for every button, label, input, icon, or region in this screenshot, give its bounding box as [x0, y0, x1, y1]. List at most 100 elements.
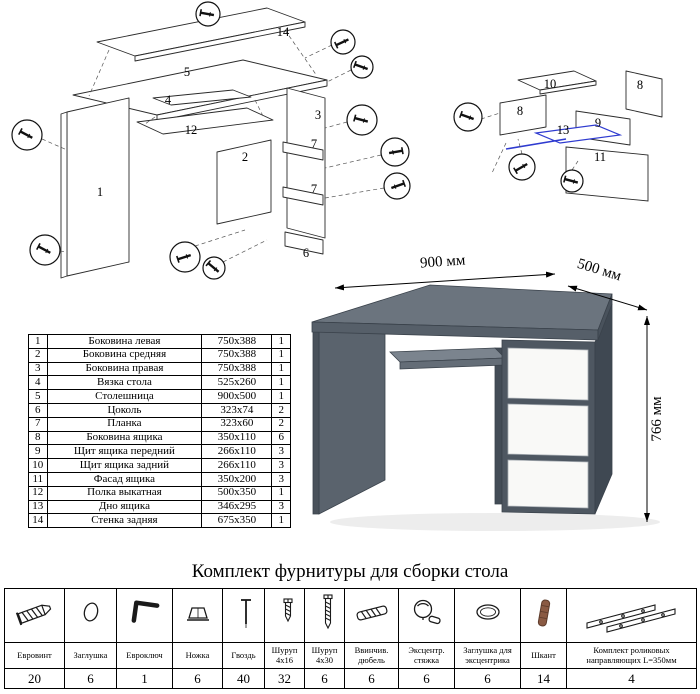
part-qty: 3: [271, 471, 291, 487]
drawer-bottom-guide-line: [505, 138, 567, 150]
desk-middle-panel: [494, 347, 503, 505]
drawer-front-middle: [507, 403, 589, 457]
hardware-qty: 32: [264, 668, 305, 689]
part-qty: 6: [271, 430, 291, 446]
part-size: 266x110: [201, 444, 273, 460]
part-qty: 1: [271, 485, 291, 501]
panel-left-side-edge: [60, 111, 68, 279]
exploded-drawer-diagram: 10 8 8 9 13 11: [453, 70, 663, 202]
part-name: Щит ящика задний: [46, 458, 203, 473]
panel-plinth: [284, 231, 324, 255]
part-number: 12: [28, 485, 48, 501]
part-label-3: 3: [315, 108, 321, 122]
hardware-name: Ввинчив. дюбель: [344, 642, 399, 669]
part-qty: 1: [271, 334, 291, 349]
panel-middle-side: [216, 139, 272, 225]
part-qty: 2: [271, 402, 291, 418]
part-label-8b: 8: [637, 78, 643, 92]
part-label-7b: 7: [311, 182, 317, 196]
part-number: 6: [28, 402, 48, 418]
hardware-name: Заглушка для эксцентрика: [454, 642, 521, 669]
part-number: 5: [28, 389, 48, 404]
part-label-7a: 7: [311, 137, 317, 151]
width-dimension-arrow: [334, 271, 556, 291]
part-label-1: 1: [97, 185, 103, 199]
part-name: Боковина левая: [46, 334, 203, 349]
part-number: 10: [28, 458, 48, 473]
part-name: Боковина средняя: [46, 347, 203, 363]
part-name: Цоколь: [46, 402, 203, 418]
part-label-5: 5: [184, 65, 190, 79]
part-size: 323x60: [201, 416, 273, 432]
hardware-qty: 6: [304, 668, 345, 689]
panel-shelf: [136, 107, 274, 135]
hardware-name: Заглушка: [64, 642, 117, 669]
hardware-qty: 40: [222, 668, 265, 689]
hardware-name: Евровинт: [4, 642, 65, 669]
panel-drawer-bottom: [533, 124, 623, 144]
part-name: Стенка задняя: [46, 513, 203, 529]
panel-bar-bottom: [282, 186, 324, 206]
part-size: 323x74: [201, 402, 273, 418]
leg-icon: [172, 588, 223, 643]
hardware-qty: 6: [64, 668, 117, 689]
part-label-2: 2: [242, 150, 248, 164]
part-name: Планка: [46, 416, 203, 432]
projection-lines: [480, 112, 579, 174]
part-label-9: 9: [595, 116, 601, 130]
desk-left-panel: [318, 307, 386, 515]
part-name: Дно ящика: [46, 499, 203, 515]
dowel-icon: [520, 588, 567, 643]
roller-guides-icon: [566, 588, 697, 643]
euro-screw-icon: [4, 588, 65, 643]
part-qty: 3: [271, 458, 291, 473]
width-dimension-label: 900 мм: [420, 252, 467, 271]
desk-3d-figure: 900 мм 500 мм 766 мм: [311, 252, 665, 531]
projection-lines: [41, 29, 385, 263]
part-label-12: 12: [185, 123, 198, 137]
part-label-11: 11: [594, 150, 606, 164]
part-label-6: 6: [303, 246, 309, 260]
hardware-qty: 20: [4, 668, 65, 689]
part-size: 750x388: [201, 361, 273, 377]
depth-dimension-arrow: [567, 285, 648, 311]
part-size: 750x388: [201, 334, 273, 349]
part-label-8a: 8: [517, 104, 523, 118]
part-qty: 3: [271, 444, 291, 460]
part-label-10: 10: [544, 77, 557, 91]
screw-short-icon: [264, 588, 305, 643]
hex-key-icon: [116, 588, 173, 643]
panel-brace: [152, 89, 252, 106]
cam-lock-icon: [398, 588, 455, 643]
screw-dowel-icon: [344, 588, 399, 643]
hardware-name: Шуруп 4х16: [264, 642, 305, 669]
part-name: Фасад ящика: [46, 471, 203, 487]
part-number: 3: [28, 361, 48, 377]
part-label-14: 14: [277, 25, 290, 39]
hardware-qty: 14: [520, 668, 567, 689]
hardware-qty: 6: [454, 668, 521, 689]
panel-back-wall-edge: [134, 21, 306, 62]
hardware-names-row: Евровинт Заглушка Евроключ Ножка Гвоздь …: [4, 642, 697, 669]
depth-dimension-label: 500 мм: [575, 256, 623, 285]
part-label-4: 4: [165, 93, 172, 107]
part-name: Полка выкатная: [46, 485, 203, 501]
exploded-desk-diagram: 14 5 4 12 2 1 3 7 7 6: [11, 1, 411, 280]
hardware-qty: 6: [172, 668, 223, 689]
hardware-icons-row: [4, 588, 697, 643]
panel-drawer-back-edge: [539, 80, 597, 95]
part-number: 11: [28, 471, 48, 487]
part-size: 675x350: [201, 513, 273, 529]
height-dimension-label: 766 мм: [649, 396, 665, 442]
cam-cover-icon: [454, 588, 521, 643]
hardware-qty: 6: [344, 668, 399, 689]
hardware-qty-row: 20 6 1 6 40 32 6 6 6 6 14 4: [4, 668, 697, 689]
